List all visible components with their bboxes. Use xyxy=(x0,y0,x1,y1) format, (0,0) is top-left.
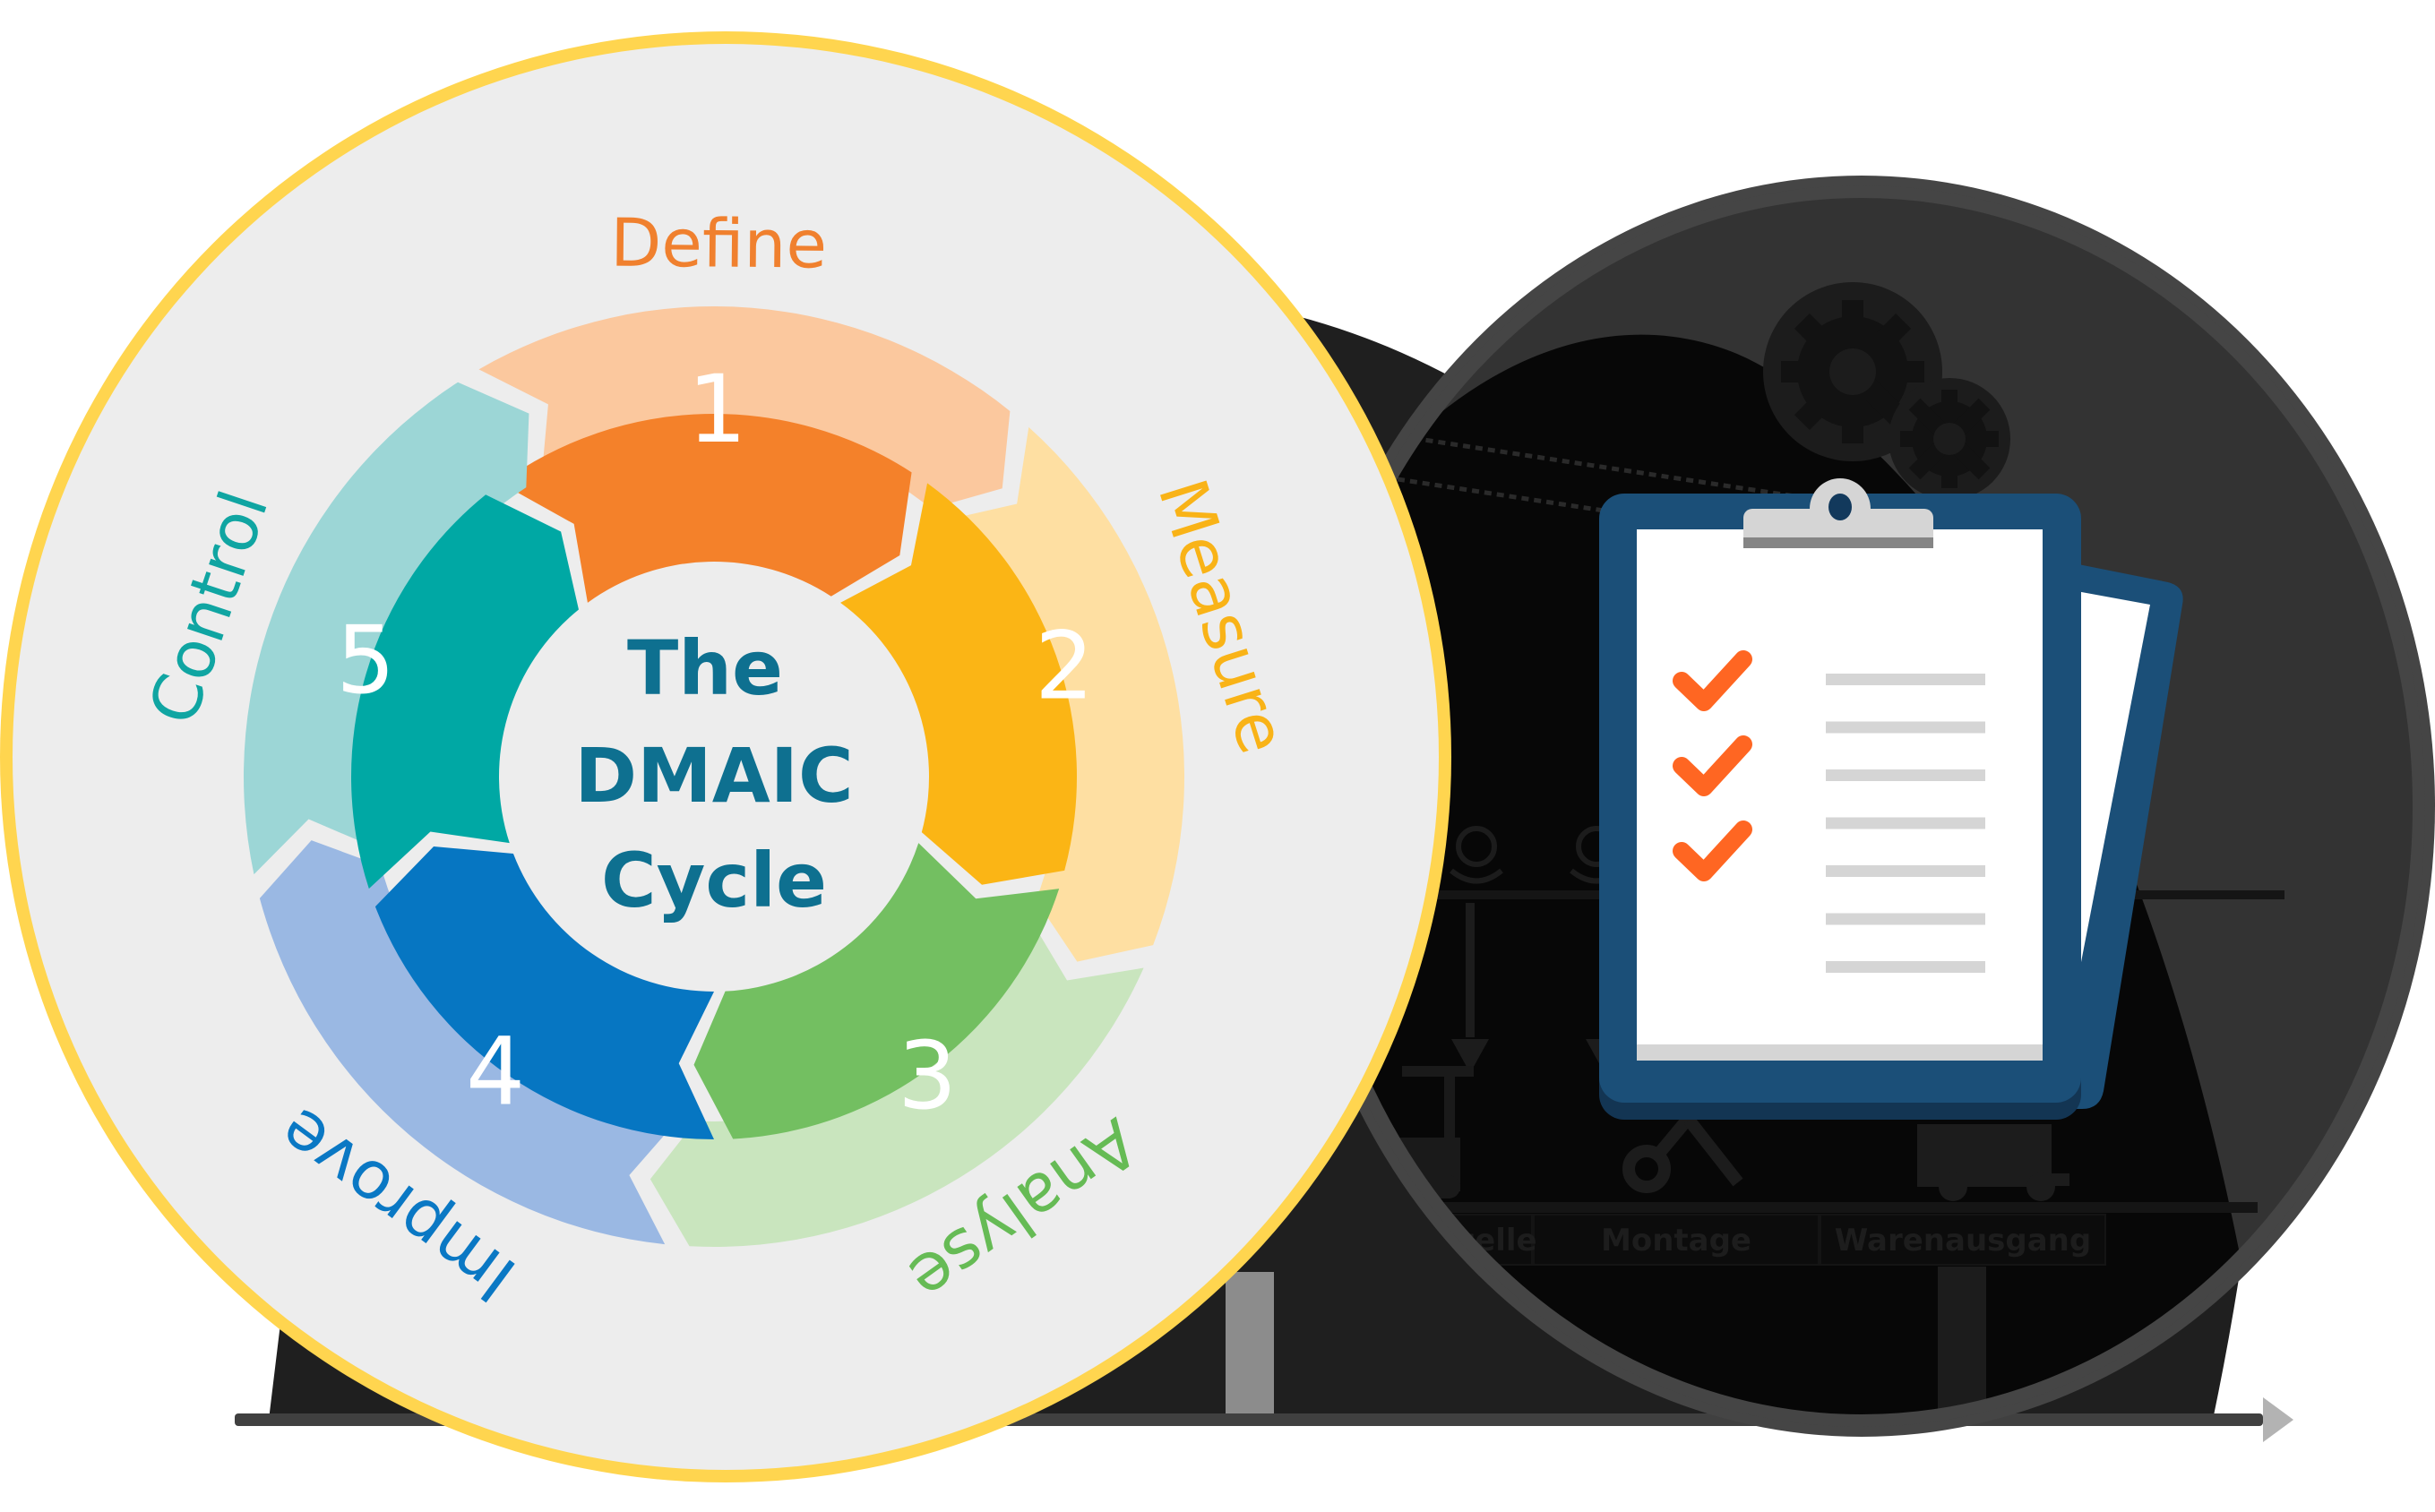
dotted-line xyxy=(1388,432,1802,500)
step-number: 4 xyxy=(466,1018,525,1127)
support-column-inner xyxy=(1938,1267,1986,1426)
checklist-line xyxy=(1826,817,1985,829)
station-label-montage: Montage xyxy=(1601,1223,1751,1259)
ring-center xyxy=(503,566,925,987)
checkmark-icon xyxy=(1673,650,1752,711)
step-inner-segment xyxy=(500,414,912,603)
checklist xyxy=(1673,650,1752,881)
clipboard-icon xyxy=(1599,478,2183,1120)
checklist-line xyxy=(1826,721,1985,734)
checkmark-icon xyxy=(1673,735,1752,796)
clipboard-paper-footer xyxy=(1637,1044,2043,1061)
step-number: 5 xyxy=(336,606,395,715)
step-inner-segment xyxy=(693,843,1060,1139)
dotted-line xyxy=(1397,477,1605,513)
checklist-lines xyxy=(1826,674,1985,973)
step-number: 2 xyxy=(1035,612,1094,721)
title-line-3: Cycle xyxy=(601,837,827,924)
support-column-left xyxy=(1226,1272,1274,1420)
step-inner-segment xyxy=(840,483,1077,885)
step-number: 1 xyxy=(687,355,746,464)
step-inner-segment xyxy=(374,846,714,1139)
back-sheet-paper xyxy=(2077,591,2150,985)
checklist-line xyxy=(1826,674,1985,685)
step-inner-segment xyxy=(351,494,579,889)
checklist-line xyxy=(1826,865,1985,877)
title-line-2: DMAIC xyxy=(574,732,853,820)
checklist-line xyxy=(1826,769,1985,781)
checkmark-icon xyxy=(1673,820,1752,881)
truck-icon xyxy=(1917,1124,2069,1201)
station-label-warenausgang: Warenausgang xyxy=(1835,1223,2091,1259)
title-line-1: The xyxy=(627,624,783,712)
dmaic-center-title: The DMAIC Cycle xyxy=(574,624,853,924)
step-number: 3 xyxy=(898,1021,957,1130)
station-shelf xyxy=(1299,1202,2258,1213)
gear-icon xyxy=(1889,378,2010,500)
clipboard-clip xyxy=(1743,478,1933,548)
dmaic-step-define: 1 Define xyxy=(478,204,1011,603)
checklist-line xyxy=(1826,913,1985,925)
checklist-line xyxy=(1826,961,1985,973)
step-label: Define xyxy=(610,204,827,283)
timeline-arrow-icon xyxy=(2263,1397,2293,1442)
